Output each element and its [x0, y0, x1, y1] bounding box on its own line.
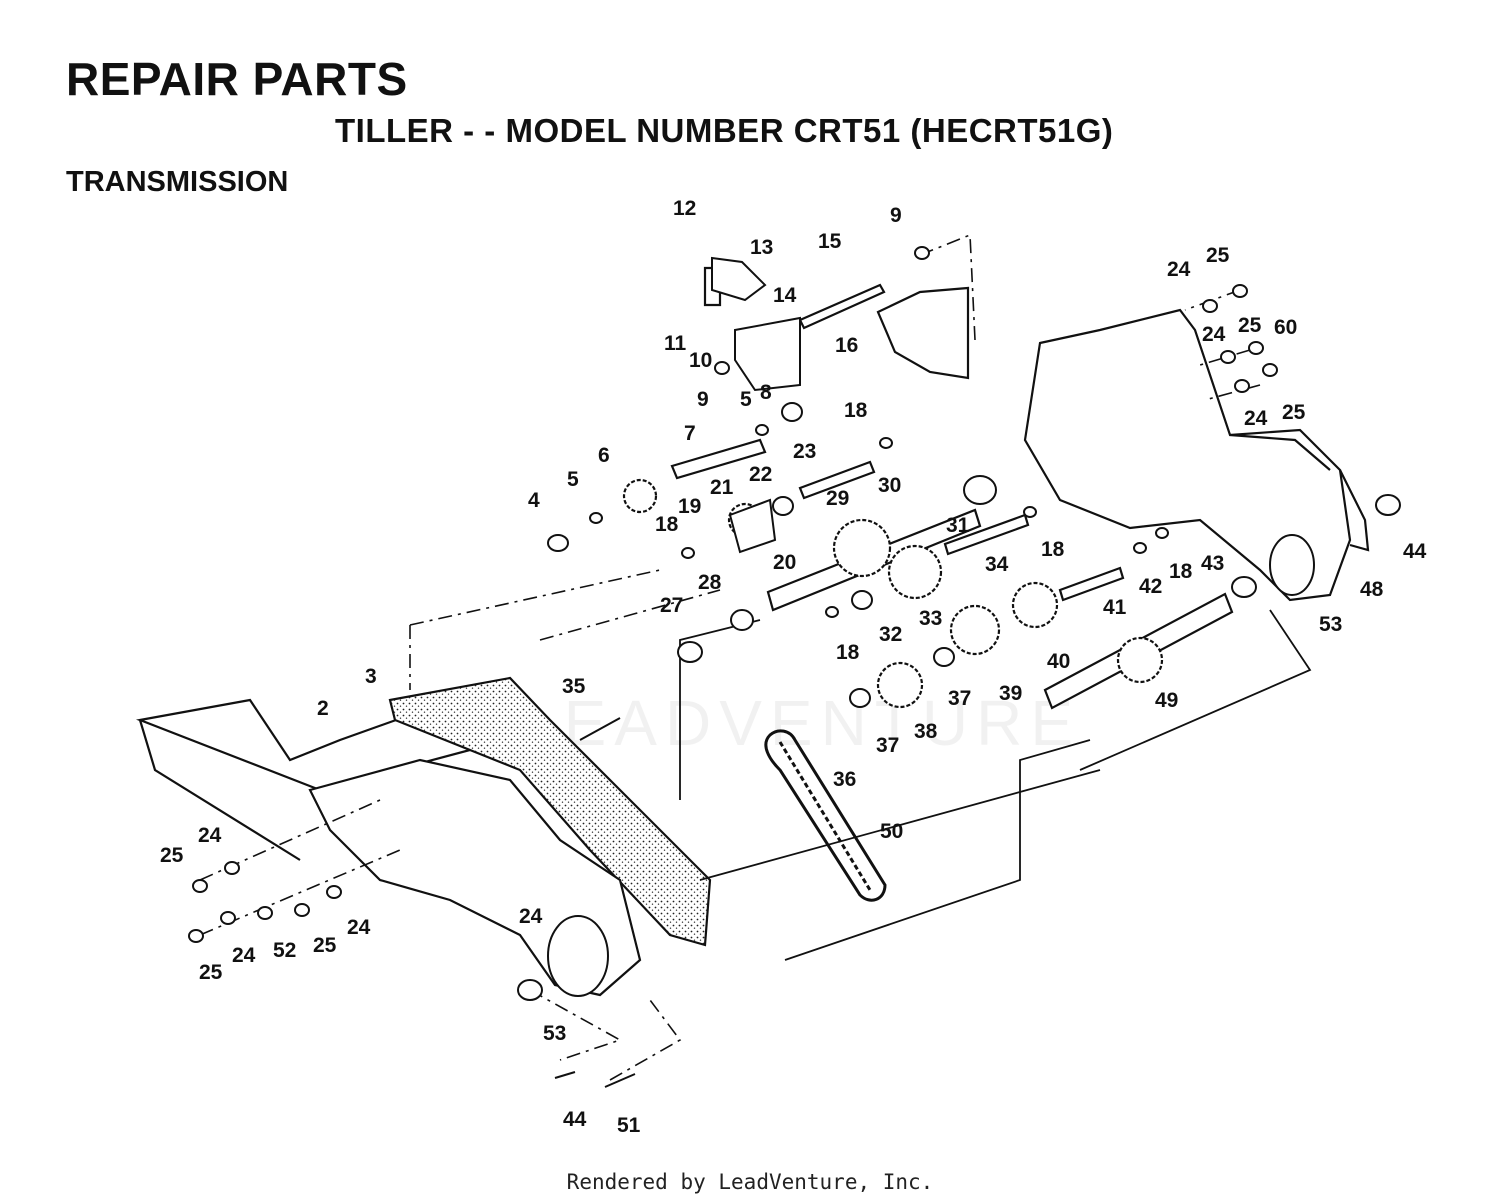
- callout-label: 24: [232, 944, 256, 967]
- callout-label: 52: [273, 939, 296, 962]
- callout-label: 51: [617, 1114, 641, 1137]
- callout-label: 53: [543, 1022, 566, 1045]
- callout-label: 44: [1403, 540, 1427, 563]
- right-housing-half: [876, 286, 1370, 602]
- callout-label: 14: [773, 284, 797, 307]
- callout-label: 37: [876, 734, 899, 757]
- callout-label: 27: [660, 594, 683, 617]
- callout-label: 19: [678, 495, 701, 518]
- callout-label: 43: [1201, 552, 1224, 575]
- hardware: [188, 246, 1401, 1001]
- callout-label: 44: [563, 1108, 587, 1131]
- callout-label: 60: [1274, 316, 1297, 339]
- model-subtitle: TILLER - - MODEL NUMBER CRT51 (HECRT51G): [335, 112, 1114, 149]
- callout-label: 24: [1202, 323, 1226, 346]
- callout-label: 24: [519, 905, 543, 928]
- callout-label: 37: [948, 687, 971, 710]
- callout-label: 18: [1169, 560, 1193, 583]
- callout-label: 28: [698, 571, 722, 594]
- callout-label: 5: [567, 468, 579, 491]
- callout-label: 18: [655, 513, 679, 536]
- callout-label: 5: [740, 388, 752, 411]
- callout-label: 41: [1103, 596, 1127, 619]
- callout-label: 30: [878, 474, 901, 497]
- callout-label: 38: [914, 720, 938, 743]
- callout-label: 18: [1041, 538, 1065, 561]
- callout-label: 31: [946, 514, 970, 537]
- callout-label: 2: [317, 697, 329, 720]
- section-heading: TRANSMISSION: [66, 166, 289, 198]
- callout-label: 35: [562, 675, 586, 698]
- callout-label: 24: [1167, 258, 1191, 281]
- callout-label: 16: [835, 334, 858, 357]
- callout-label: 24: [198, 824, 222, 847]
- callout-label: 33: [919, 607, 942, 630]
- callout-label: 25: [1238, 314, 1262, 337]
- callout-label: 11: [664, 332, 687, 355]
- callout-label: 3: [365, 665, 377, 688]
- callout-label: 24: [347, 916, 371, 939]
- callout-label: 18: [836, 641, 860, 664]
- callout-label: 42: [1139, 575, 1162, 598]
- callout-label: 25: [1282, 401, 1306, 424]
- callout-label: 13: [750, 236, 773, 259]
- callout-label: 49: [1155, 689, 1178, 712]
- callout-label: 9: [697, 388, 709, 411]
- callout-label: 10: [689, 349, 712, 372]
- callout-label: 23: [793, 440, 816, 463]
- callout-label: 50: [880, 820, 903, 843]
- callout-label: 7: [684, 422, 696, 445]
- assembly-lines: [199, 233, 1261, 1081]
- reference-lines: [679, 609, 1312, 961]
- callout-label: 15: [818, 230, 842, 253]
- callout-label: 25: [1206, 244, 1230, 267]
- callout-label: 32: [879, 623, 902, 646]
- drive-belt: [764, 729, 887, 902]
- callout-label: 18: [844, 399, 868, 422]
- callout-label: 48: [1360, 578, 1384, 601]
- callout-label: 20: [773, 551, 796, 574]
- callout-label: 4: [528, 489, 540, 512]
- callout-label: 40: [1047, 650, 1070, 673]
- callout-label: 9: [890, 204, 902, 227]
- callout-label: 36: [833, 768, 856, 791]
- callout-label: 25: [199, 961, 223, 984]
- callout-label: 29: [826, 487, 849, 510]
- callout-label: 34: [985, 553, 1009, 576]
- footer-credit: Rendered by LeadVenture, Inc.: [566, 1170, 934, 1194]
- callout-label: 22: [749, 463, 772, 486]
- callout-label: 25: [160, 844, 184, 867]
- callout-label: 53: [1319, 613, 1342, 636]
- bolts: [554, 717, 636, 1088]
- callout-label: 21: [710, 476, 734, 499]
- callout-label: 12: [673, 197, 696, 220]
- callout-labels: 12 13 15 9 14 16 11 10 9 8 5 7 18 23 6 5…: [160, 197, 1427, 1137]
- callout-label: 6: [598, 444, 610, 467]
- page-title: REPAIR PARTS: [66, 53, 408, 105]
- callout-label: 25: [313, 934, 337, 957]
- callout-label: 8: [760, 381, 772, 404]
- callout-label: 39: [999, 682, 1022, 705]
- callout-label: 24: [1244, 407, 1268, 430]
